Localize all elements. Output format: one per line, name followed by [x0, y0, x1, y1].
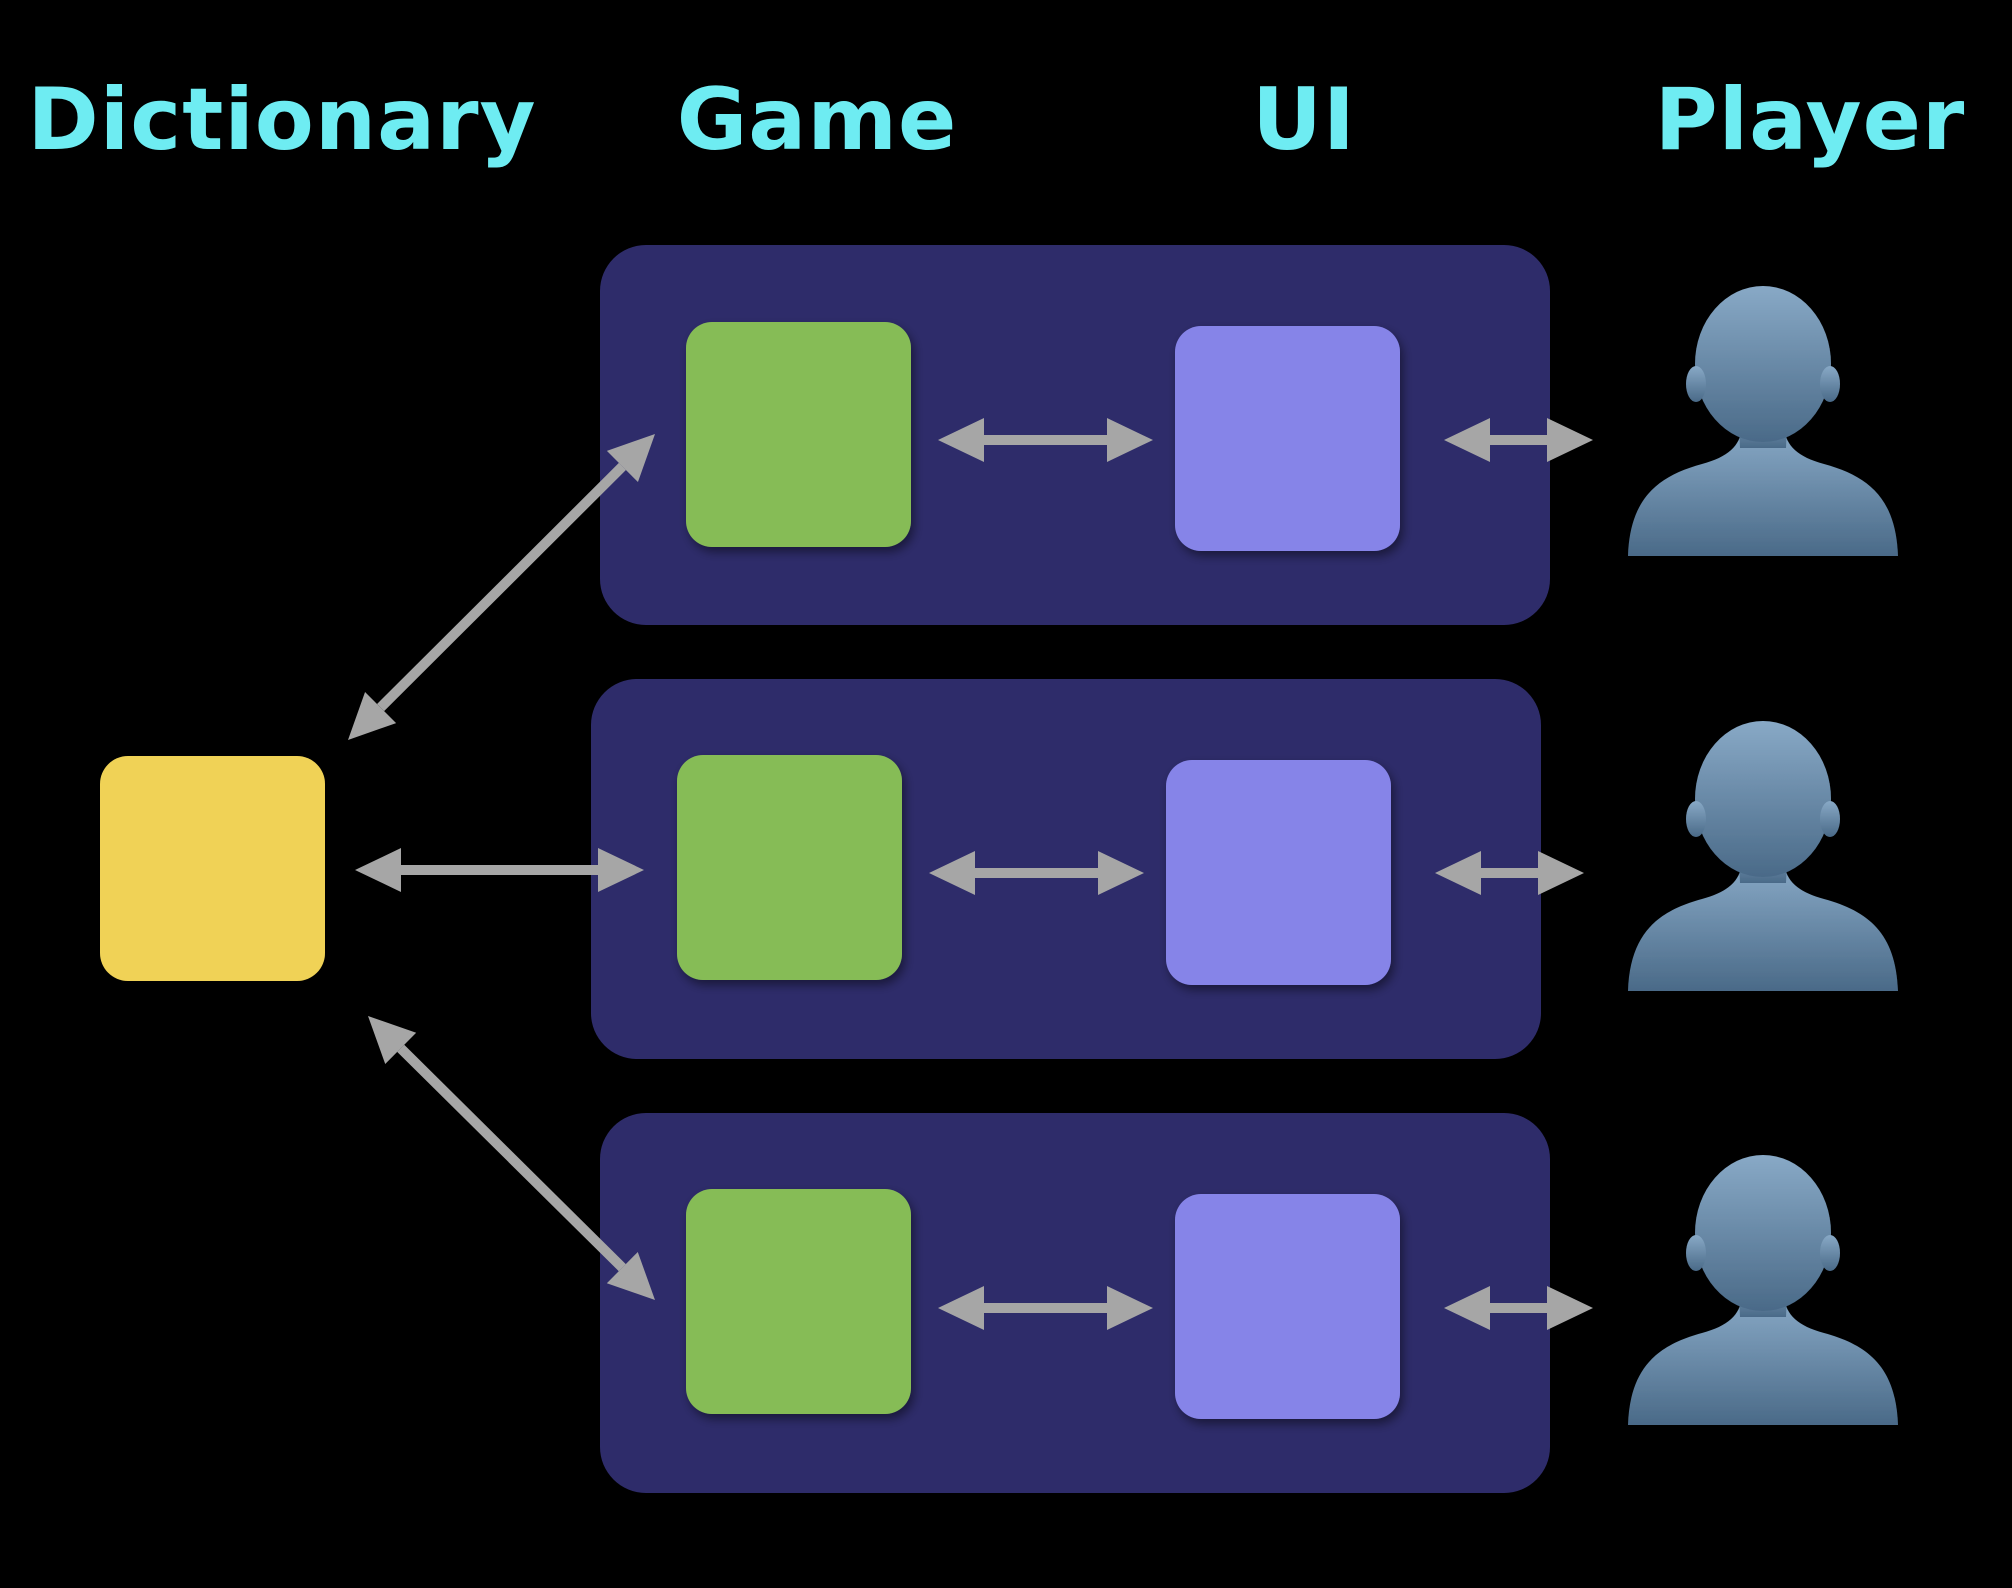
ui-box: [1175, 326, 1400, 551]
arrow-head: [598, 848, 644, 892]
arrow-shaft: [1490, 435, 1547, 445]
person-ear: [1820, 801, 1840, 837]
dictionary-game-arrow-bottom: [368, 1016, 655, 1300]
ui-player-arrow: [1444, 418, 1593, 462]
arrow-head: [938, 1286, 984, 1330]
person-ear: [1686, 1235, 1706, 1271]
ui-player-arrow: [1444, 1286, 1593, 1330]
arrow-shaft: [1481, 868, 1538, 878]
arrow-head: [1547, 418, 1593, 462]
ui-player-arrow: [1435, 851, 1584, 895]
arrow-shaft: [401, 865, 598, 875]
header-dictionary: Dictionary: [27, 70, 537, 170]
arrow-head: [938, 418, 984, 462]
person-body: [1628, 428, 1898, 556]
game-box: [677, 755, 902, 980]
player-icon: [1628, 1155, 1898, 1425]
game-box: [686, 322, 911, 547]
arrow-shaft: [984, 1303, 1107, 1313]
player-icon: [1628, 286, 1898, 556]
header-game: Game: [676, 70, 958, 170]
arrow-head: [606, 434, 655, 483]
header-player: Player: [1654, 70, 1966, 170]
person-body: [1628, 1297, 1898, 1425]
header-ui: UI: [1252, 70, 1356, 170]
arrow-head: [1098, 851, 1144, 895]
game-ui-arrow: [929, 851, 1144, 895]
arrow-shaft: [1490, 1303, 1547, 1313]
game-box: [686, 1189, 911, 1414]
ui-box: [1175, 1194, 1400, 1419]
arrow-head: [606, 1252, 655, 1300]
player-icon: [1628, 721, 1898, 991]
arrow-head: [1538, 851, 1584, 895]
dictionary-box: [100, 756, 325, 981]
arrow-shaft: [975, 868, 1098, 878]
arrow-head: [1107, 1286, 1153, 1330]
arrow-head: [1107, 418, 1153, 462]
game-ui-arrow: [938, 1286, 1153, 1330]
arrow-head: [1547, 1286, 1593, 1330]
person-ear: [1820, 1235, 1840, 1271]
arrow-head: [1444, 418, 1490, 462]
arrow-head: [348, 691, 397, 740]
arrow-shaft: [984, 435, 1107, 445]
person-head: [1695, 721, 1831, 877]
person-body: [1628, 863, 1898, 991]
dictionary-game-arrow-middle: [355, 848, 644, 892]
dictionary-game-arrow-top: [348, 434, 655, 740]
game-ui-arrow: [938, 418, 1153, 462]
arrow-head: [355, 848, 401, 892]
arrow-head: [368, 1016, 417, 1064]
arrow-head: [929, 851, 975, 895]
arrow-shaft: [377, 462, 626, 712]
person-head: [1695, 286, 1831, 442]
person-ear: [1686, 366, 1706, 402]
arrow-head: [1444, 1286, 1490, 1330]
ui-box: [1166, 760, 1391, 985]
arrow-head: [1435, 851, 1481, 895]
person-ear: [1686, 801, 1706, 837]
person-ear: [1820, 366, 1840, 402]
arrow-shaft: [397, 1044, 626, 1272]
person-head: [1695, 1155, 1831, 1311]
